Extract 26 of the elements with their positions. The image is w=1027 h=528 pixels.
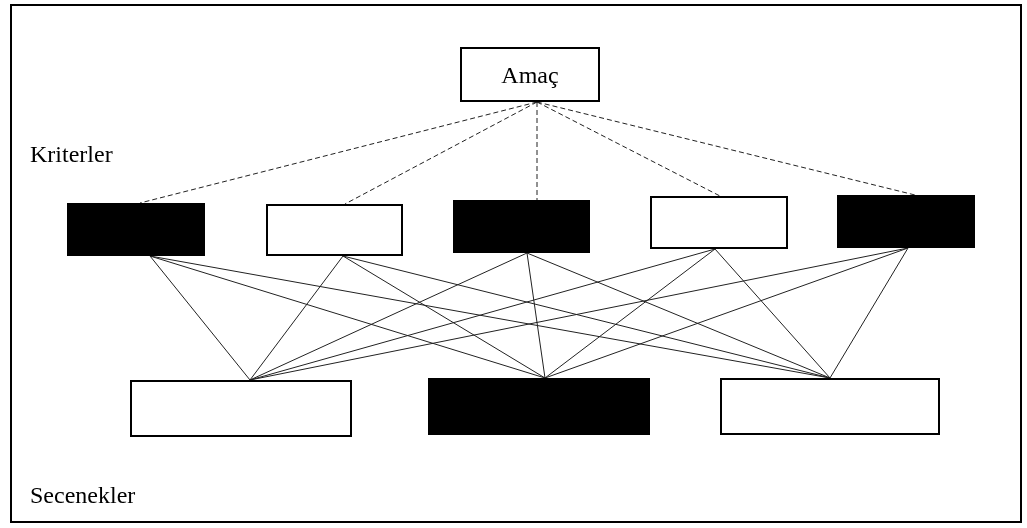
connector-line xyxy=(714,248,831,379)
empty-box xyxy=(453,200,590,253)
connector-line xyxy=(544,247,909,379)
empty-box xyxy=(266,204,403,256)
node-text: Amaç xyxy=(501,60,559,90)
empty-box xyxy=(837,195,975,248)
empty-box xyxy=(67,203,205,256)
connector-line xyxy=(249,252,528,381)
empty-box xyxy=(428,378,650,435)
connector-line xyxy=(249,255,344,381)
goal-box xyxy=(460,47,600,102)
connector-line xyxy=(536,101,721,197)
connector-line xyxy=(829,247,909,379)
empty-box xyxy=(130,380,352,437)
connector-line xyxy=(544,248,716,379)
section-label: Kriterler xyxy=(30,140,113,169)
connector-line xyxy=(526,252,546,379)
empty-box xyxy=(650,196,788,249)
connector-line xyxy=(536,101,916,196)
empty-box xyxy=(720,378,940,435)
connector-line xyxy=(536,101,538,201)
section-label: Secenekler xyxy=(30,481,136,510)
connector-line xyxy=(344,101,538,205)
connector-line xyxy=(342,255,546,379)
connector-line xyxy=(149,255,251,381)
connector-line xyxy=(526,252,831,379)
